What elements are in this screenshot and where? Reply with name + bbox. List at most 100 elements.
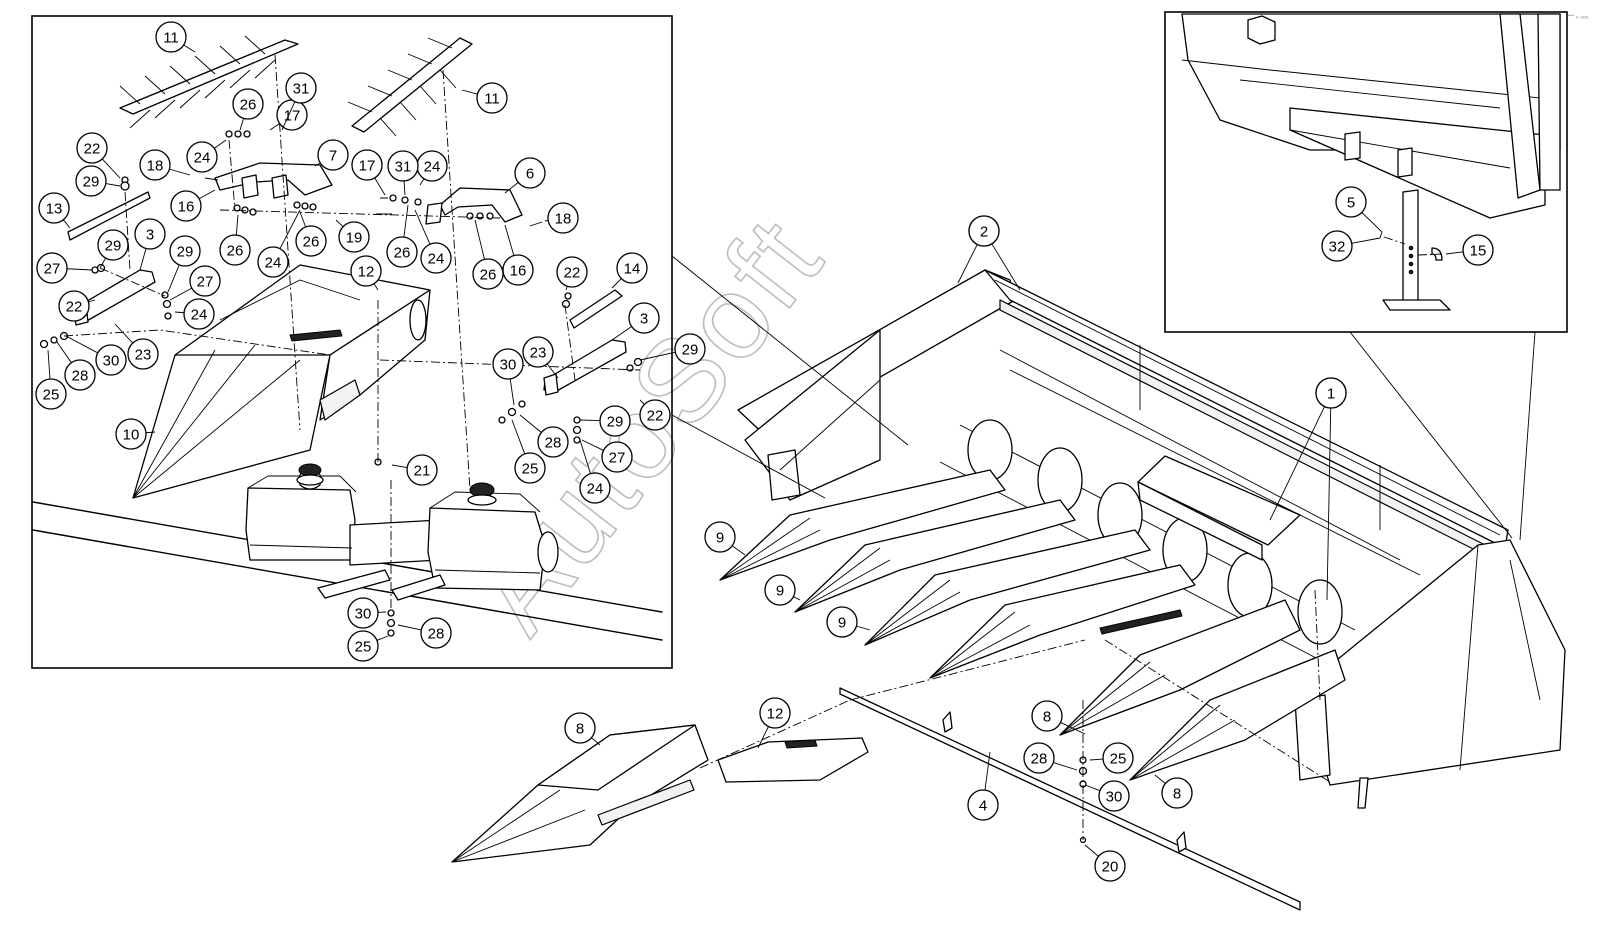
leader-line bbox=[1060, 722, 1086, 735]
callout-number: 24 bbox=[265, 255, 282, 272]
callout-26: 26 bbox=[386, 204, 418, 268]
leader-line bbox=[403, 180, 406, 196]
leader-line bbox=[279, 209, 301, 249]
assembly-lines-main bbox=[699, 589, 1331, 840]
stalk-shield-left bbox=[214, 162, 333, 199]
assembly-lines-left bbox=[63, 54, 641, 610]
callout-number: 9 bbox=[716, 530, 724, 547]
leader-line bbox=[611, 326, 632, 341]
callout-29: 29 bbox=[579, 405, 631, 437]
callout-number: 15 bbox=[1470, 243, 1487, 260]
callout-26: 26 bbox=[295, 211, 327, 257]
callout-28: 28 bbox=[1023, 742, 1078, 774]
callout-circle bbox=[338, 221, 370, 253]
bracket-13 bbox=[67, 191, 151, 241]
snout-assembly bbox=[132, 264, 431, 499]
callout-9: 9 bbox=[826, 606, 871, 638]
leader-line bbox=[991, 243, 1021, 291]
callout-12: 12 bbox=[350, 255, 382, 291]
row-units bbox=[719, 469, 1346, 781]
callout-number: 30 bbox=[103, 353, 120, 370]
leader-line bbox=[269, 123, 280, 131]
leader-line bbox=[546, 363, 559, 379]
callout-5: 5 bbox=[1335, 186, 1383, 233]
callout-number: 18 bbox=[555, 211, 572, 228]
gathering-chain-right bbox=[347, 37, 473, 137]
callout-number: 26 bbox=[303, 234, 320, 251]
callout-number: 7 bbox=[329, 148, 337, 165]
callout-circle bbox=[347, 597, 379, 629]
callout-number: 3 bbox=[640, 311, 648, 328]
callout-circle bbox=[169, 235, 201, 267]
callout-30: 30 bbox=[65, 335, 127, 376]
callout-number: 23 bbox=[135, 347, 152, 364]
callout-22: 22 bbox=[639, 399, 671, 431]
leader-line bbox=[47, 349, 51, 380]
callout-circle bbox=[232, 88, 264, 120]
leader-line bbox=[63, 219, 71, 229]
callout-24: 24 bbox=[579, 439, 611, 504]
loose-snout-8 bbox=[451, 724, 709, 863]
callout-number: 28 bbox=[72, 368, 89, 385]
callout-circle bbox=[826, 606, 858, 638]
callout-number: 12 bbox=[358, 264, 375, 281]
callout-circle bbox=[219, 234, 251, 266]
callout-number: 11 bbox=[163, 30, 179, 47]
callout-24: 24 bbox=[174, 298, 215, 330]
callout-number: 28 bbox=[1031, 751, 1048, 768]
leader-line bbox=[1361, 212, 1383, 233]
callout-number: 24 bbox=[424, 159, 441, 176]
leader-line bbox=[579, 419, 601, 422]
callout-26: 26 bbox=[232, 88, 264, 131]
callout-number: 25 bbox=[1110, 751, 1127, 768]
callout-number: 23 bbox=[530, 345, 547, 362]
leader-line bbox=[461, 89, 478, 95]
callout-number: 19 bbox=[346, 230, 363, 247]
callout-number: 31 bbox=[293, 81, 310, 98]
callout-31: 31 bbox=[281, 72, 317, 131]
callout-number: 30 bbox=[355, 606, 372, 623]
leader-line bbox=[299, 211, 307, 228]
callout-number: 17 bbox=[359, 158, 376, 175]
stand-leg bbox=[1379, 189, 1451, 311]
callout-circle bbox=[386, 236, 418, 268]
leader-line bbox=[239, 118, 245, 131]
callout-23: 23 bbox=[522, 336, 559, 379]
callout-circle bbox=[257, 246, 289, 278]
callout-6: 6 bbox=[504, 157, 546, 194]
leader-line bbox=[139, 248, 147, 271]
callout-22: 22 bbox=[556, 256, 588, 291]
callout-25: 25 bbox=[1089, 742, 1134, 774]
callout-30: 30 bbox=[492, 348, 524, 406]
callout-circle bbox=[387, 150, 419, 182]
callout-circle bbox=[537, 426, 569, 458]
callout-number: 29 bbox=[177, 244, 194, 261]
callout-circle bbox=[420, 242, 452, 274]
callout-circle bbox=[1315, 377, 1347, 409]
leader-line bbox=[169, 287, 193, 301]
callout-number: 17 bbox=[284, 108, 301, 125]
callout-circle bbox=[351, 149, 383, 181]
callout-circle bbox=[628, 302, 660, 334]
callout-circle bbox=[1161, 777, 1193, 809]
callout-16: 16 bbox=[170, 189, 216, 222]
callout-circle bbox=[764, 574, 796, 606]
callout-19: 19 bbox=[335, 219, 370, 253]
callout-number: 22 bbox=[66, 299, 83, 316]
callout-30: 30 bbox=[347, 597, 387, 629]
callout-number: 3 bbox=[146, 227, 154, 244]
callout-29: 29 bbox=[75, 165, 121, 197]
leader-line bbox=[314, 162, 321, 167]
callout-8: 8 bbox=[564, 712, 601, 746]
callout-number: 25 bbox=[522, 461, 539, 478]
callout-circle bbox=[579, 472, 611, 504]
callout-circle bbox=[674, 333, 706, 365]
callout-number: 16 bbox=[178, 199, 195, 216]
callout-circle bbox=[1094, 850, 1126, 882]
callout-15: 15 bbox=[1445, 234, 1494, 266]
leader-line bbox=[213, 139, 227, 149]
leader-line bbox=[581, 439, 604, 451]
callout-number: 27 bbox=[609, 450, 626, 467]
callout-number: 26 bbox=[480, 267, 497, 284]
